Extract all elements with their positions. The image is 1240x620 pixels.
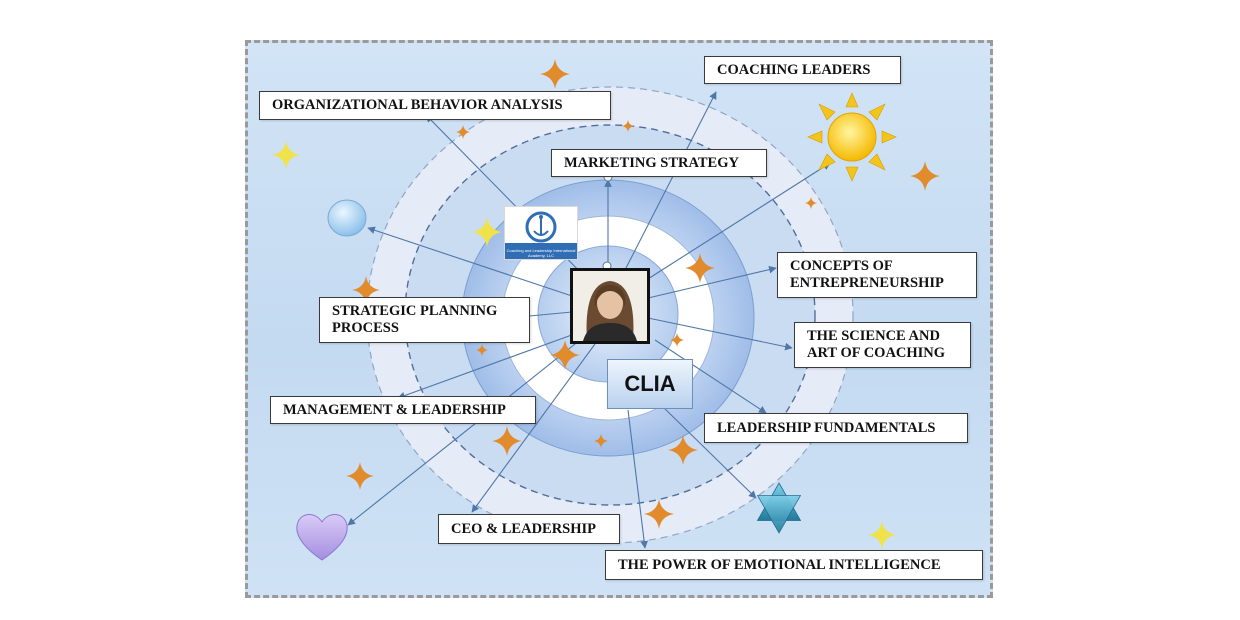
topic-science-line2: ART OF COACHING xyxy=(807,345,946,361)
sparkle-star-icon xyxy=(540,59,570,89)
arrow-fundamentals xyxy=(654,339,767,414)
sun-icon xyxy=(807,92,897,182)
anchor-icon xyxy=(525,211,557,243)
heart-icon xyxy=(296,514,348,561)
outer-ring-dashed xyxy=(366,86,854,544)
topic-marketing-strategy: MARKETING STRATEGY xyxy=(551,149,767,177)
arrow-coaching-leaders xyxy=(624,91,717,271)
logo-caption: Coaching and Leadership International Ac… xyxy=(506,248,576,258)
academy-logo: Coaching and Leadership International Ac… xyxy=(504,206,578,260)
arrow-management xyxy=(397,331,581,400)
circle-bubble-icon xyxy=(327,199,367,237)
arrow-star-of-david xyxy=(659,403,757,499)
sparkle-star-icon xyxy=(910,161,940,191)
topic-management-leadership: MANAGEMENT & LEADERSHIP xyxy=(270,396,536,424)
logo-band xyxy=(505,243,577,259)
arrow-heart xyxy=(347,339,581,526)
arrow-science xyxy=(647,317,793,351)
arrow-emotional xyxy=(627,409,648,549)
arrow-sun xyxy=(639,162,831,285)
topic-strategic-planning: STRATEGIC PLANNING PROCESS xyxy=(319,297,530,343)
sparkle-star-icon xyxy=(346,462,374,490)
topic-coaching-leaders: COACHING LEADERS xyxy=(704,56,901,84)
center-clia-box: CLIA xyxy=(607,359,693,409)
topic-emotional-intelligence: THE POWER OF EMOTIONAL INTELLIGENCE xyxy=(605,550,983,580)
topic-strategic-line1: STRATEGIC PLANNING xyxy=(332,303,498,319)
topic-concepts-line1: CONCEPTS OF xyxy=(790,258,893,274)
arrow-concepts xyxy=(647,265,777,299)
founder-portrait xyxy=(570,268,650,344)
topic-strategic-line2: PROCESS xyxy=(332,320,399,336)
topic-concepts-entrepreneurship: CONCEPTS OF ENTREPRENEURSHIP xyxy=(777,252,977,298)
topic-science-art-coaching: THE SCIENCE AND ART OF COACHING xyxy=(794,322,971,368)
topic-organizational-behavior: ORGANIZATIONAL BEHAVIOR ANALYSIS xyxy=(259,91,611,120)
topic-science-line1: THE SCIENCE AND xyxy=(807,328,940,344)
topic-leadership-fundamentals: LEADERSHIP FUNDAMENTALS xyxy=(704,413,968,443)
sparkle-star-icon xyxy=(272,141,300,169)
person-portrait-icon xyxy=(573,271,647,341)
middle-ring-dashed xyxy=(404,124,816,506)
star-of-david-icon xyxy=(756,482,802,534)
topic-ceo-leadership: CEO & LEADERSHIP xyxy=(438,514,620,544)
topic-concepts-line2: ENTREPRENEURSHIP xyxy=(790,275,944,291)
arrow-ceo xyxy=(471,343,596,513)
sparkle-star-icon xyxy=(868,521,896,549)
arrow-bubble xyxy=(367,226,573,297)
